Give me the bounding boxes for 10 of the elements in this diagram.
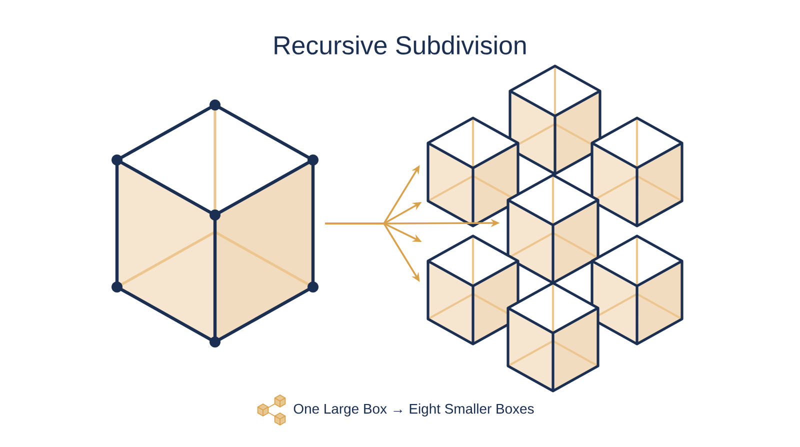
cube-drawing — [506, 282, 600, 392]
cube-drawing — [508, 64, 602, 176]
cube-drawing — [590, 116, 684, 228]
cube-drawing — [426, 234, 520, 346]
cube-drawing — [426, 116, 520, 228]
cube-drawing — [506, 174, 600, 284]
cube-drawing — [590, 234, 684, 346]
caption: One Large Box → Eight Smaller Boxes — [294, 404, 534, 416]
cube-drawing — [112, 100, 318, 348]
title: Recursive Subdivision — [274, 35, 526, 54]
